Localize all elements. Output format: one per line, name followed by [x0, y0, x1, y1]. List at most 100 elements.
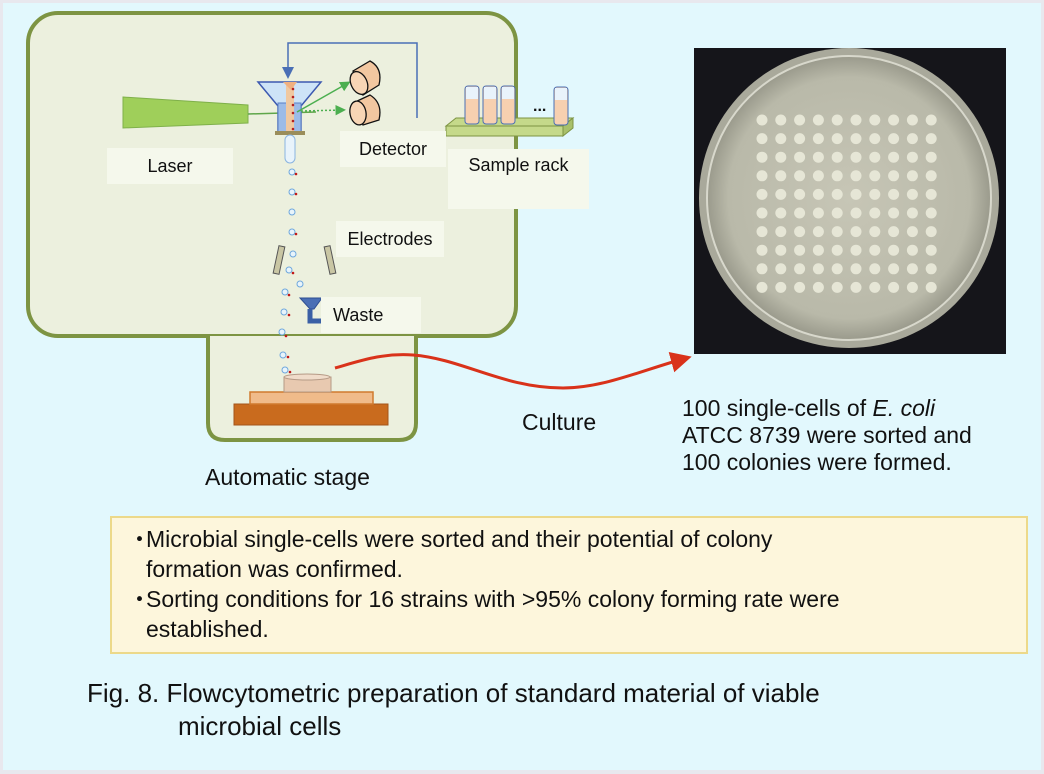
colony — [812, 151, 824, 163]
colony — [812, 281, 824, 293]
colony — [756, 244, 768, 256]
colony — [888, 114, 900, 126]
colony — [906, 244, 918, 256]
colony — [775, 263, 787, 275]
bullet-1-line-2: formation was confirmed. — [146, 556, 403, 582]
colony — [925, 226, 937, 238]
colony — [906, 133, 918, 145]
colony — [794, 244, 806, 256]
colony — [869, 188, 881, 200]
colony — [925, 114, 937, 126]
bullet-marker: ・ — [128, 526, 151, 552]
laser-label: Laser — [107, 148, 233, 184]
colony — [812, 114, 824, 126]
colony — [831, 133, 843, 145]
colony — [925, 188, 937, 200]
colony — [850, 133, 862, 145]
colony — [756, 207, 768, 219]
colony — [794, 133, 806, 145]
colony — [850, 188, 862, 200]
colony — [906, 151, 918, 163]
colony — [831, 151, 843, 163]
colony — [888, 263, 900, 275]
colony — [794, 170, 806, 182]
colony — [831, 226, 843, 238]
summary-box: ・ Microbial single-cells were sorted and… — [110, 516, 1028, 654]
colony — [812, 188, 824, 200]
caption-line3: 100 colonies were formed. — [682, 449, 952, 475]
colony — [888, 170, 900, 182]
scatter-light-arrow — [296, 81, 351, 113]
colony — [850, 263, 862, 275]
sample-rack-label: Sample rack — [448, 149, 589, 209]
colony — [756, 151, 768, 163]
colony — [925, 207, 937, 219]
colony — [906, 263, 918, 275]
colony — [869, 281, 881, 293]
colony — [850, 244, 862, 256]
colony — [850, 170, 862, 182]
colony — [869, 170, 881, 182]
laser-icon — [122, 96, 249, 129]
colony — [775, 114, 787, 126]
colony — [850, 207, 862, 219]
colony — [869, 151, 881, 163]
colony — [869, 226, 881, 238]
colony — [756, 226, 768, 238]
colony — [906, 281, 918, 293]
colony — [756, 114, 768, 126]
colony — [850, 151, 862, 163]
colony — [775, 207, 787, 219]
bullet-1-line-1: Microbial single-cells were sorted and t… — [146, 526, 773, 552]
fluorescence-light-arrow — [300, 104, 346, 116]
petri-dish-image — [694, 48, 1006, 354]
colony — [794, 207, 806, 219]
colony — [756, 263, 768, 275]
colony — [812, 263, 824, 275]
colony — [831, 281, 843, 293]
colony — [775, 133, 787, 145]
colony — [775, 151, 787, 163]
summary-bullet-2: ・ Sorting conditions for 16 strains with… — [124, 584, 1026, 644]
colony — [775, 188, 787, 200]
colony — [794, 151, 806, 163]
colony — [756, 281, 768, 293]
colony — [831, 170, 843, 182]
colony — [850, 114, 862, 126]
colony — [812, 133, 824, 145]
detector-label: Detector — [340, 131, 446, 167]
electrodes-icon — [272, 245, 337, 275]
colony — [775, 281, 787, 293]
colony — [794, 226, 806, 238]
bullet-2-line-2: established. — [146, 616, 269, 642]
plate-caption: 100 single-cells of E. coli ATCC 8739 we… — [682, 395, 972, 476]
organism-name: E. coli — [872, 395, 936, 421]
sample-feed-line — [282, 42, 418, 118]
colony — [888, 151, 900, 163]
colony — [831, 114, 843, 126]
colony — [831, 263, 843, 275]
colony — [775, 244, 787, 256]
sorter-chamber — [26, 11, 518, 338]
waste-label: Waste — [321, 297, 421, 333]
caption-line1: 100 single-cells of — [682, 395, 873, 421]
colony — [925, 170, 937, 182]
culture-label: Culture — [522, 409, 597, 435]
electrodes-label: Electrodes — [336, 221, 444, 257]
colony — [831, 188, 843, 200]
colony — [756, 170, 768, 182]
cell-markers — [284, 172, 298, 374]
colony — [756, 133, 768, 145]
colony — [906, 226, 918, 238]
colony — [812, 226, 824, 238]
bullet-2-line-1: Sorting conditions for 16 strains with >… — [146, 586, 840, 612]
caption-line2: ATCC 8739 were sorted and — [682, 422, 972, 448]
sample-rack-icon: ... — [444, 85, 575, 138]
colony — [906, 114, 918, 126]
colony — [775, 226, 787, 238]
flow-cytometer-diagram: ... — [26, 11, 692, 442]
slide: ... — [3, 3, 1041, 770]
colony — [794, 281, 806, 293]
colony — [794, 188, 806, 200]
colony — [831, 207, 843, 219]
